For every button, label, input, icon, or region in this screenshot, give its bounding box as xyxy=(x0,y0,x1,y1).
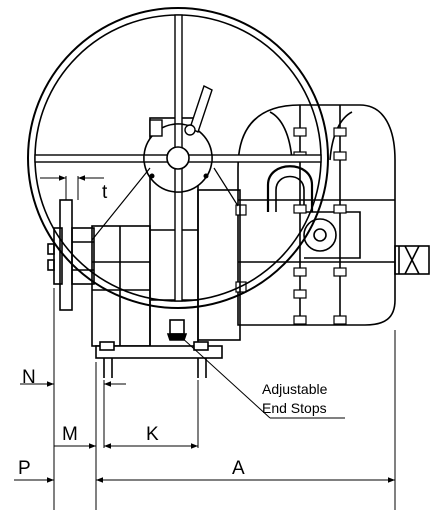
dim-label-p: P xyxy=(18,458,31,479)
dimension-lines xyxy=(14,175,396,510)
dim-label-a: A xyxy=(232,458,245,479)
handwheel xyxy=(27,7,329,309)
output-coupling xyxy=(394,245,430,275)
end-stops-note-line2: End Stops xyxy=(262,400,327,416)
dim-label-n: N xyxy=(22,367,36,388)
end-stops-note-line1: Adjustable xyxy=(262,381,328,397)
dim-label-t: t xyxy=(102,182,108,203)
gearbox-body xyxy=(237,104,396,326)
dim-label-m: M xyxy=(62,424,78,445)
valve-flange xyxy=(47,199,95,311)
dim-label-k: K xyxy=(146,424,159,445)
